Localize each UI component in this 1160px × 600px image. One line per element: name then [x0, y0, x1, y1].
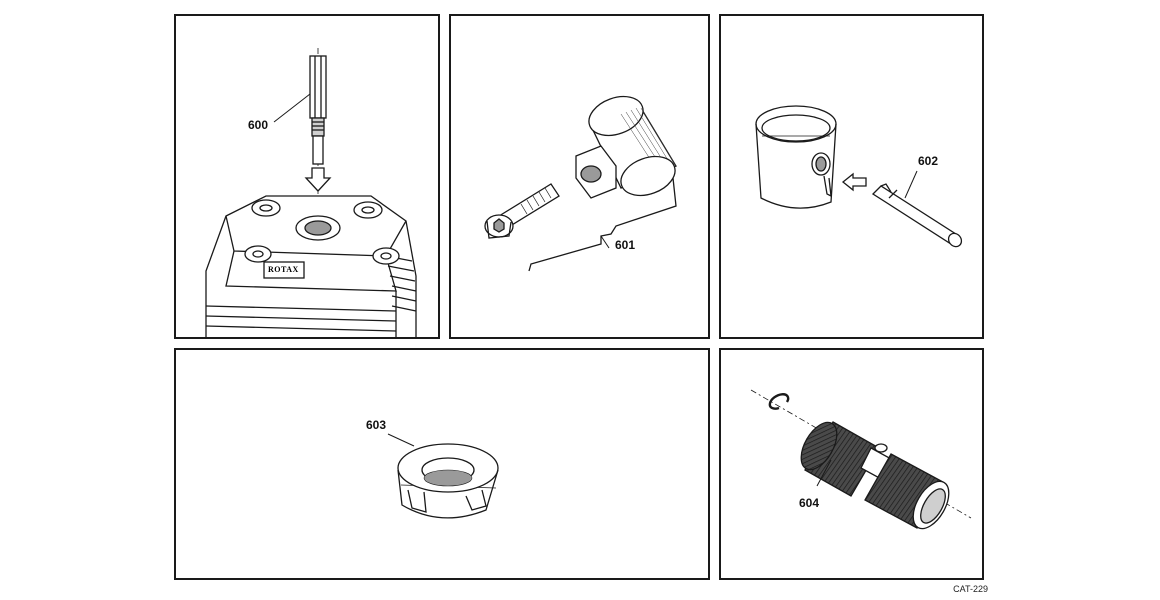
panel-tool-602: 602 [719, 14, 984, 339]
callout-600: 600 [248, 118, 269, 132]
puller-tool-illustration [484, 95, 677, 272]
catalog-reference: CAT-229 [953, 584, 988, 594]
callout-604: 604 [799, 496, 820, 510]
knurled-tool-illustration [750, 389, 972, 530]
cylinder-head-illustration [205, 48, 417, 337]
engraving-label: ROTAX [268, 265, 299, 274]
piston-pin-tool-illustration [755, 105, 963, 248]
panel-tool-603: 603 [174, 348, 710, 580]
callout-603: 603 [366, 418, 387, 432]
panel-tool-600: 600 ROTAX [174, 14, 440, 339]
panel-tool-604: 604 [719, 348, 984, 580]
panel-tool-601: 601 [449, 14, 710, 339]
ring-tool-illustration [387, 433, 499, 519]
callout-601: 601 [615, 238, 636, 252]
callout-602: 602 [918, 154, 939, 168]
